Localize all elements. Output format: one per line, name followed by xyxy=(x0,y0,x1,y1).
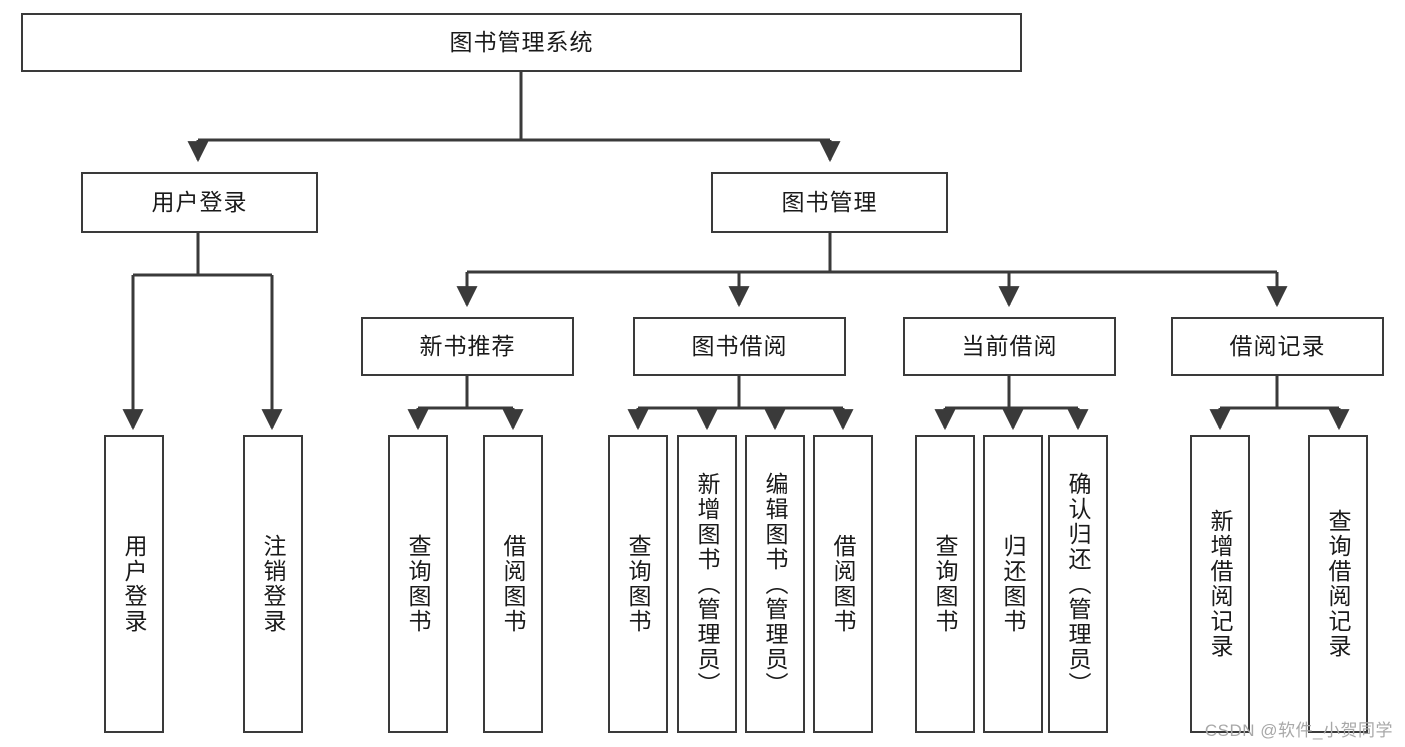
leaf-add-book-label: 新增图书（管理员） xyxy=(694,471,721,697)
node-borrow-record[interactable]: 借阅记录 xyxy=(1171,317,1384,376)
node-current-borrow[interactable]: 当前借阅 xyxy=(903,317,1116,376)
node-root[interactable]: 图书管理系统 xyxy=(21,13,1022,72)
leaf-user-login[interactable]: 用户登录 xyxy=(104,435,164,733)
node-current-borrow-label: 当前借阅 xyxy=(961,332,1058,359)
leaf-user-login-label: 用户登录 xyxy=(121,534,148,634)
node-user-login-label: 用户登录 xyxy=(151,188,248,215)
leaf-query-book-2[interactable]: 查询图书 xyxy=(608,435,668,733)
leaf-edit-book-label: 编辑图书（管理员） xyxy=(762,471,789,697)
node-book-borrow-label: 图书借阅 xyxy=(691,332,788,359)
leaf-logout-login-label: 注销登录 xyxy=(260,534,287,634)
leaf-borrow-book-2-label: 借阅图书 xyxy=(830,534,857,634)
leaf-query-book-2-label: 查询图书 xyxy=(625,534,652,634)
leaf-return-book-label: 归还图书 xyxy=(1000,534,1027,634)
leaf-query-book-3-label: 查询图书 xyxy=(932,534,959,634)
leaf-logout-login[interactable]: 注销登录 xyxy=(243,435,303,733)
node-new-book-recommend-label: 新书推荐 xyxy=(419,332,516,359)
leaf-confirm-return-label: 确认归还（管理员） xyxy=(1065,471,1092,697)
leaf-borrow-book-1-label: 借阅图书 xyxy=(500,534,527,634)
leaf-return-book[interactable]: 归还图书 xyxy=(983,435,1043,733)
leaf-edit-book[interactable]: 编辑图书（管理员） xyxy=(745,435,805,733)
leaf-query-book-3[interactable]: 查询图书 xyxy=(915,435,975,733)
node-book-manage[interactable]: 图书管理 xyxy=(711,172,948,233)
node-root-label: 图书管理系统 xyxy=(449,28,594,55)
node-borrow-record-label: 借阅记录 xyxy=(1229,332,1326,359)
leaf-add-record-label: 新增借阅记录 xyxy=(1207,509,1234,659)
leaf-confirm-return[interactable]: 确认归还（管理员） xyxy=(1048,435,1108,733)
leaf-query-record-label: 查询借阅记录 xyxy=(1325,509,1352,659)
leaf-add-record[interactable]: 新增借阅记录 xyxy=(1190,435,1250,733)
leaf-borrow-book-1[interactable]: 借阅图书 xyxy=(483,435,543,733)
leaf-add-book[interactable]: 新增图书（管理员） xyxy=(677,435,737,733)
leaf-query-book-1-label: 查询图书 xyxy=(405,534,432,634)
csdn-watermark: CSDN @软件_小贺同学 xyxy=(1204,721,1393,740)
node-book-borrow[interactable]: 图书借阅 xyxy=(633,317,846,376)
leaf-borrow-book-2[interactable]: 借阅图书 xyxy=(813,435,873,733)
node-new-book-recommend[interactable]: 新书推荐 xyxy=(361,317,574,376)
node-book-manage-label: 图书管理 xyxy=(781,188,878,215)
node-user-login[interactable]: 用户登录 xyxy=(81,172,318,233)
leaf-query-record[interactable]: 查询借阅记录 xyxy=(1308,435,1368,733)
leaf-query-book-1[interactable]: 查询图书 xyxy=(388,435,448,733)
